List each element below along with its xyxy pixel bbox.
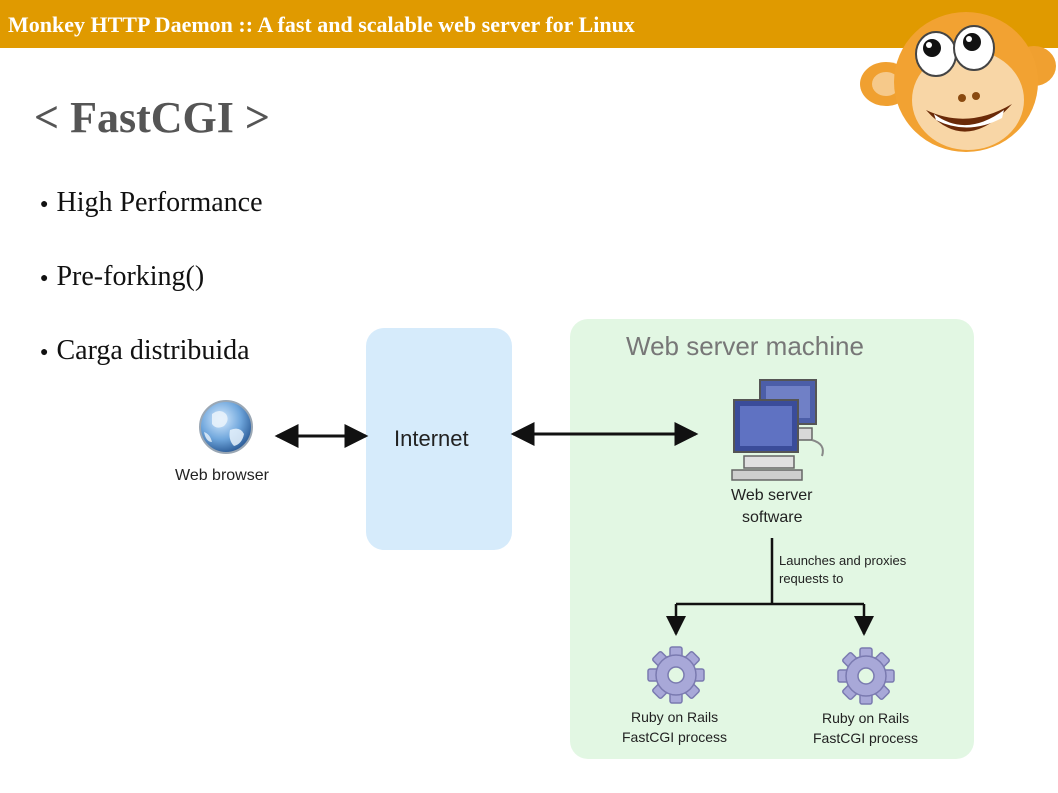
slide-title: < FastCGI > xyxy=(34,93,270,142)
web-browser-label: Web browser xyxy=(175,467,270,484)
server-machine-box xyxy=(570,319,974,759)
server-software-label-line2: software xyxy=(742,509,803,526)
process-right-label-line2: FastCGI process xyxy=(813,730,918,746)
server-machine-title: Web server machine xyxy=(626,331,864,361)
server-software-label-line1: Web server xyxy=(731,487,813,504)
process-left-label-line1: Ruby on Rails xyxy=(631,709,718,725)
bullet-dot-icon: ● xyxy=(40,196,49,212)
bullet-text: High Performance xyxy=(56,187,263,218)
bullet-item: ● High Performance xyxy=(40,184,263,258)
bullet-item: ● Carga distribuida xyxy=(40,332,263,406)
gear-icon xyxy=(647,646,705,704)
globe-icon xyxy=(199,400,253,454)
gear-icon xyxy=(837,647,895,705)
bullet-list: ● High Performance ● Pre-forking() ● Carga … xyxy=(40,184,263,406)
process-left-label-line2: FastCGI process xyxy=(622,729,727,745)
bullet-dot-icon: ● xyxy=(40,344,49,360)
edge-label-line2: requests to xyxy=(779,571,843,586)
process-right-label-line1: Ruby on Rails xyxy=(822,710,909,726)
edge-label-line1: Launches and proxies xyxy=(779,553,907,568)
bullet-item: ● Pre-forking() xyxy=(40,258,263,332)
internet-label: Internet xyxy=(394,426,469,451)
internet-box xyxy=(366,328,512,550)
monkey-mascot-logo xyxy=(860,12,1056,152)
computers-icon xyxy=(731,379,824,481)
bullet-dot-icon: ● xyxy=(40,270,49,286)
bullet-text: Carga distribuida xyxy=(56,335,250,366)
header-bar: Monkey HTTP Daemon :: A fast and scalabl… xyxy=(0,0,1058,48)
header-title: Monkey HTTP Daemon :: A fast and scalabl… xyxy=(8,12,635,37)
bullet-text: Pre-forking() xyxy=(56,261,205,292)
